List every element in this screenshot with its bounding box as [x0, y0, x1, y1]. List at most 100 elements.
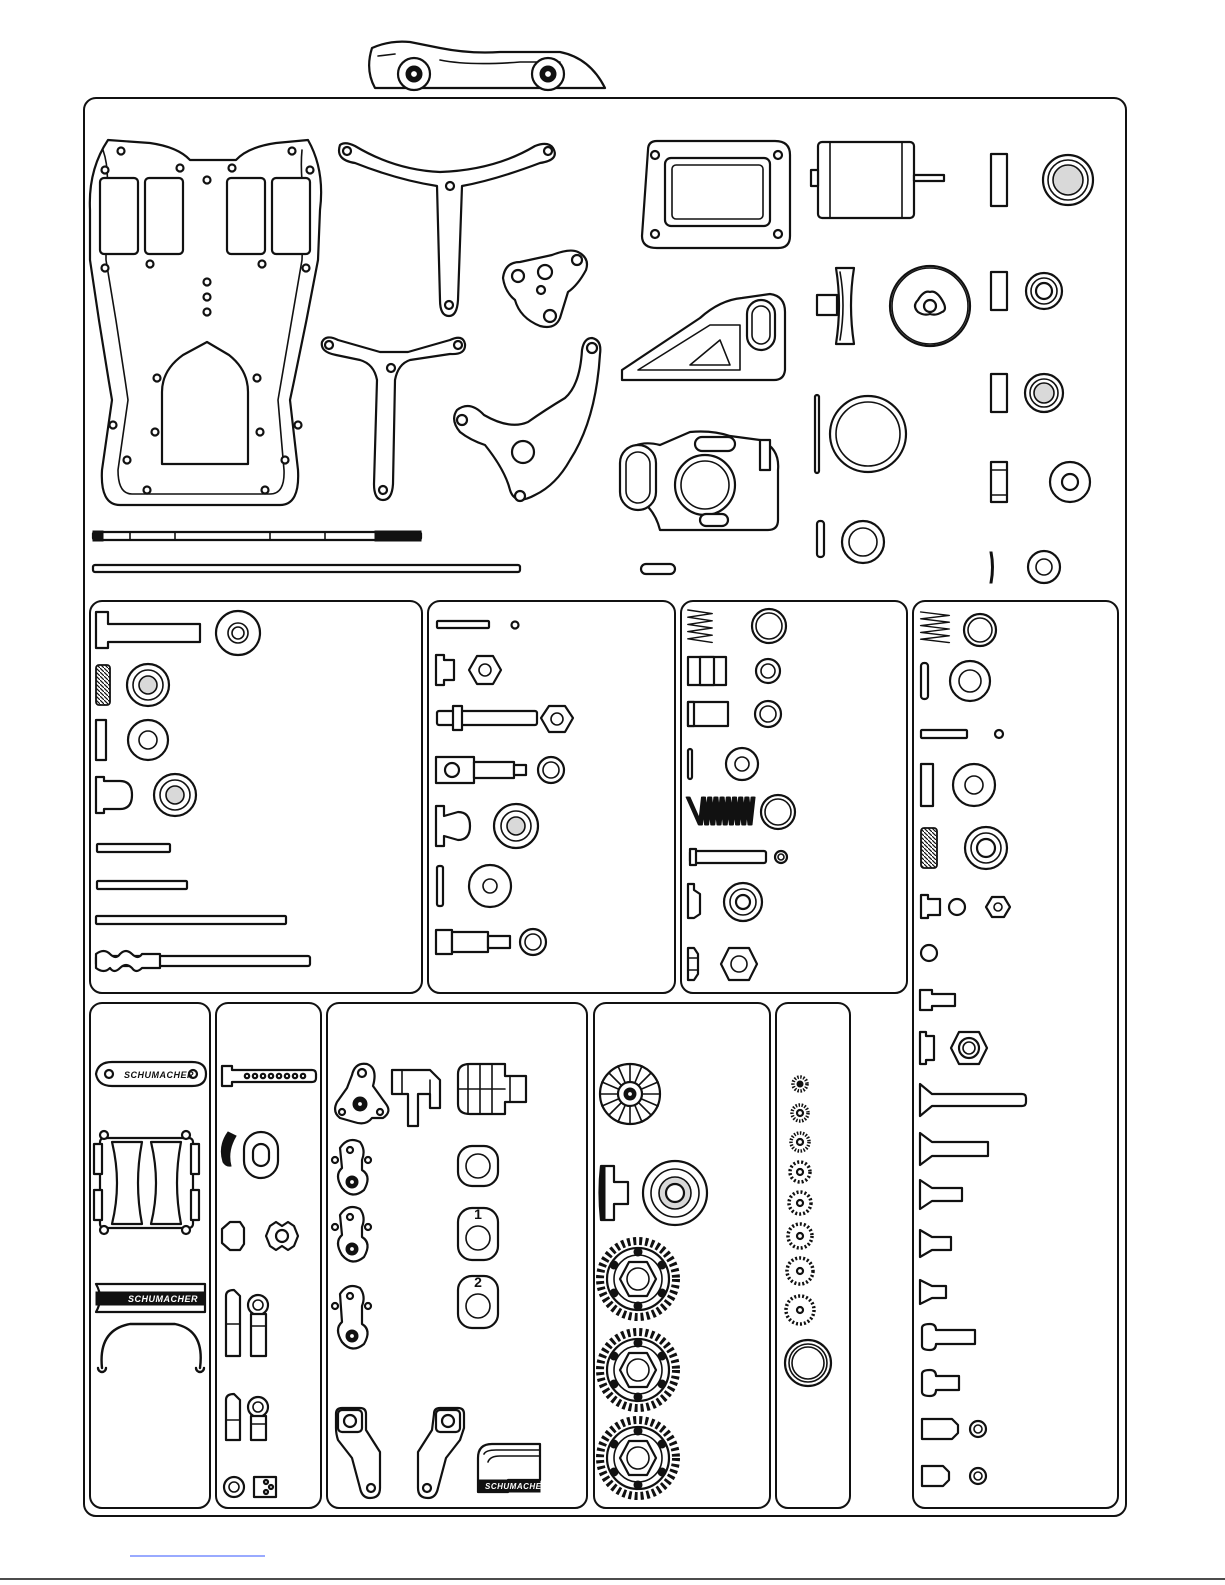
- body-post: [222, 1066, 316, 1086]
- slipper-plate: [890, 266, 970, 346]
- flange-bushing-nut: [436, 655, 501, 685]
- hw-flange-nut: [920, 1032, 987, 1064]
- logo-text-key: SCHUMACHER: [485, 1482, 548, 1491]
- diff-gear: [600, 1064, 660, 1124]
- hw-cs-screw-xxs: [920, 1280, 946, 1304]
- panel-front-end: [90, 601, 422, 993]
- hw-cs-screw-mid: [920, 1133, 988, 1165]
- bearing-large: [991, 154, 1093, 206]
- body-mount-front: SCHUMACHER: [96, 1062, 206, 1086]
- servo-horn-collet: [458, 1064, 526, 1114]
- bracket-small: [503, 251, 587, 327]
- footer-rule: [0, 1556, 1225, 1579]
- hw-oring: [921, 661, 990, 701]
- hw-ball-stud: [921, 895, 1010, 918]
- hw-spring: [921, 612, 996, 646]
- washer-thick: [96, 720, 168, 760]
- shock-shaft: [690, 849, 787, 865]
- steering-link-1: [332, 1140, 371, 1195]
- spur-gear-1: [600, 1241, 676, 1317]
- motor: [811, 142, 944, 218]
- spur-gear-2: [600, 1332, 676, 1408]
- steering-link-2: [332, 1207, 371, 1262]
- pin-long: [96, 916, 286, 924]
- spacer-ring-2: 2: [458, 1274, 498, 1328]
- logo-text-rear: SCHUMACHER: [128, 1294, 198, 1304]
- hinge-pin-hexnut: [437, 706, 573, 732]
- shock-piston: [688, 883, 762, 921]
- allen-key: SCHUMACHER: [478, 1444, 548, 1492]
- bellcrank-left: [336, 1408, 380, 1498]
- battery-cradle: [94, 1131, 199, 1234]
- washer-label-2: 2: [474, 1274, 482, 1290]
- lower-t-bar: [322, 337, 465, 500]
- hw-button-head-long: [922, 1324, 975, 1350]
- diff-hub-bearing: [600, 1161, 708, 1225]
- washer-flat: [437, 865, 511, 907]
- chassis-plate: [90, 140, 321, 505]
- o-ring-large: [815, 395, 906, 473]
- bearing-flanged: [991, 374, 1063, 412]
- spring-long: [688, 795, 795, 829]
- steering-arm-main: [335, 1064, 388, 1124]
- layshaft: [93, 531, 421, 541]
- shim-washer: [990, 551, 1060, 583]
- ball-bushing: [96, 774, 196, 816]
- pin-and-ball: [437, 621, 519, 629]
- body-washer: [221, 1132, 278, 1178]
- rod-end-long: [226, 1290, 268, 1356]
- curved-bracket: [454, 338, 600, 501]
- hw-pin: [921, 730, 1003, 738]
- slipper-hub: [817, 268, 854, 344]
- hw-knurled-nut: [921, 827, 1007, 869]
- axle-rod: [93, 565, 520, 572]
- hw-cs-screw-long: [920, 1084, 1026, 1116]
- axle-bushing: [436, 757, 564, 783]
- shock-cap: [688, 701, 781, 727]
- spacer-washer: [817, 521, 884, 563]
- pin-short: [97, 844, 170, 852]
- panel-pinions: [776, 1003, 850, 1508]
- hw-spacer: [921, 764, 995, 806]
- motor-mount-brace: [622, 294, 785, 380]
- rod-end-short: [226, 1394, 268, 1440]
- spring-short: [688, 609, 786, 643]
- adjuster-nut: [222, 1222, 298, 1250]
- clutch-bell: [785, 1340, 831, 1386]
- shock-collar: [688, 657, 780, 685]
- rear-hub-carrier: [620, 432, 778, 531]
- small-ball-nut: [224, 1477, 276, 1497]
- bellcrank-right: [418, 1408, 464, 1498]
- stub-axle: [436, 929, 546, 955]
- ball-end: [436, 804, 538, 848]
- hw-cs-screw-xs: [920, 1230, 951, 1257]
- car-silhouette: [369, 42, 605, 90]
- body-mount-rear: SCHUMACHER: [96, 1284, 205, 1312]
- spacer-ring-1: 1: [458, 1206, 498, 1260]
- washer-label-1: 1: [474, 1206, 482, 1222]
- bearing-medium: [991, 272, 1062, 310]
- spur-gear-3: [600, 1420, 676, 1496]
- spacer-ring: [458, 1146, 498, 1186]
- steering-link-3: [332, 1286, 371, 1349]
- locknut: [688, 948, 757, 980]
- logo-text: SCHUMACHER: [124, 1070, 194, 1080]
- shim-thin: [688, 748, 758, 780]
- threaded-rod: [96, 951, 310, 971]
- bushing: [991, 462, 1090, 502]
- hw-ball: [921, 945, 937, 961]
- body-clip-wire: [98, 1324, 204, 1372]
- motor-plate: [642, 141, 790, 248]
- knurled-nut: [96, 664, 169, 706]
- servo-saver: [392, 1070, 440, 1126]
- hw-grub-screw-small: [922, 1466, 986, 1486]
- hw-button-screw: [920, 990, 955, 1010]
- hw-button-head-short: [922, 1370, 959, 1396]
- hw-grub-screw: [922, 1419, 986, 1439]
- pin-medium: [97, 881, 187, 889]
- kingpin-flange: [96, 611, 260, 655]
- hw-cs-screw-short: [920, 1180, 962, 1209]
- pinion-set: [786, 1077, 814, 1324]
- small-pin: [641, 564, 675, 574]
